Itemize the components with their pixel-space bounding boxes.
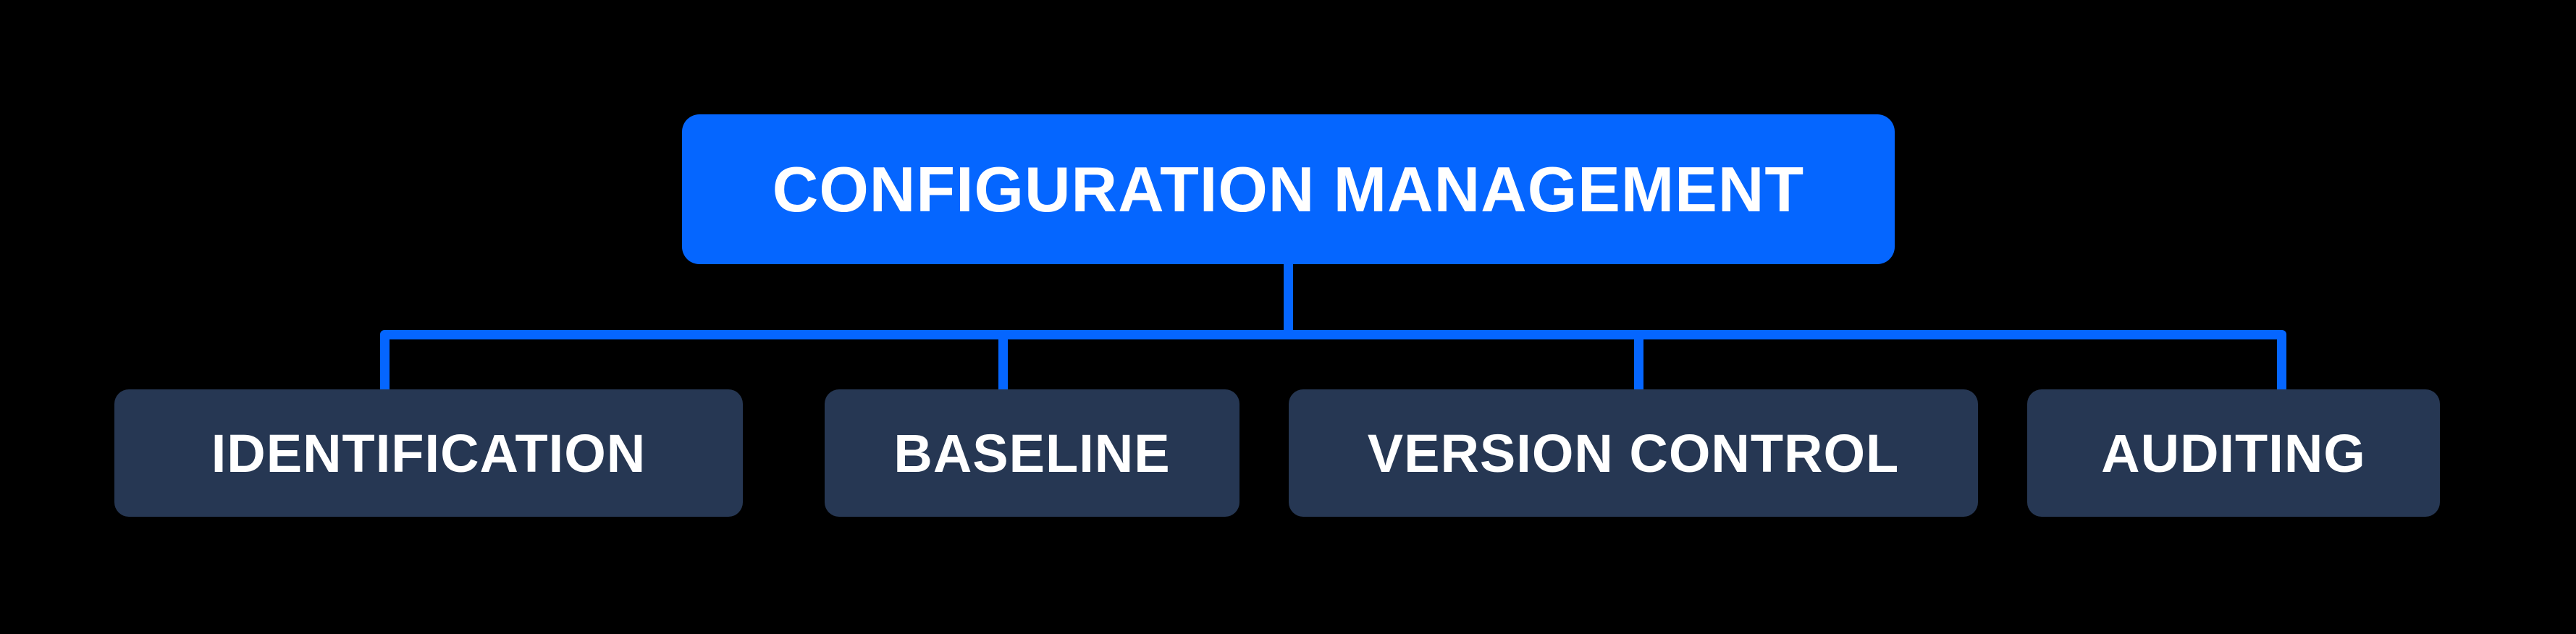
connector-drop-version-control bbox=[1634, 334, 1643, 389]
connector-drop-identification bbox=[380, 334, 390, 389]
connector-horizontal-bar bbox=[380, 330, 2286, 339]
child-node-identification: IDENTIFICATION bbox=[114, 389, 743, 517]
connector-root-stem bbox=[1284, 264, 1293, 335]
connector-drop-auditing bbox=[2277, 334, 2286, 389]
child-node-baseline: BASELINE bbox=[825, 389, 1239, 517]
child-node-auditing: AUDITING bbox=[2027, 389, 2440, 517]
child-node-version-control: VERSION CONTROL bbox=[1289, 389, 1978, 517]
root-node-configuration-management: CONFIGURATION MANAGEMENT bbox=[682, 114, 1895, 264]
connector-drop-baseline bbox=[998, 334, 1008, 389]
